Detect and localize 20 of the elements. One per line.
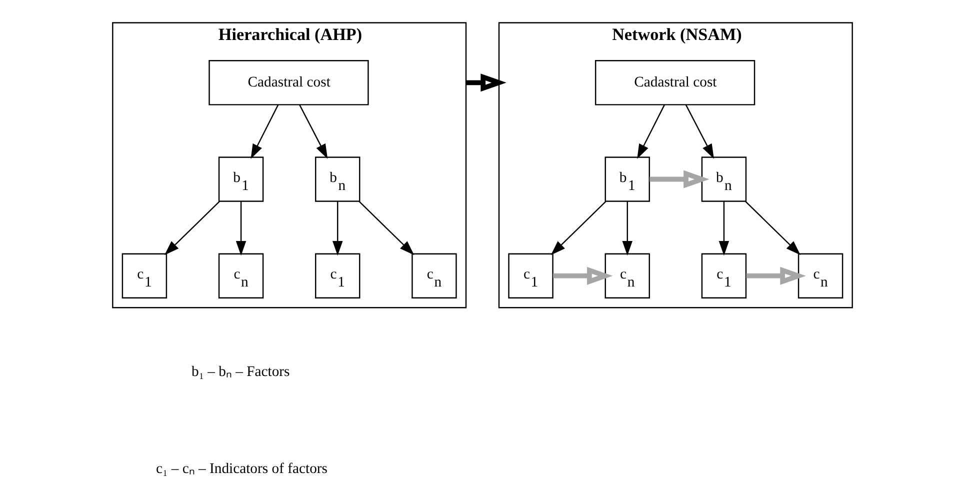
arrow — [744, 200, 800, 256]
arrow — [164, 200, 220, 256]
arrow — [746, 266, 806, 285]
node-box: Cadastral cost — [208, 60, 368, 106]
arrow — [358, 200, 414, 256]
arrow — [718, 201, 729, 256]
arrow — [466, 74, 506, 92]
arrow — [250, 104, 278, 159]
arrow — [332, 201, 342, 256]
arrow — [552, 266, 612, 285]
arrow — [298, 104, 328, 159]
label: b₁ – bₙ – Factors — [191, 364, 290, 380]
label: c₁ – cₙ – Indicators of factors — [156, 460, 328, 477]
arrow — [622, 201, 632, 256]
arrow — [636, 104, 665, 159]
arrow — [649, 170, 709, 188]
arrow — [684, 104, 714, 159]
arrow — [235, 201, 246, 256]
arrow — [550, 200, 606, 256]
node-box: Cadastral cost — [594, 60, 755, 106]
